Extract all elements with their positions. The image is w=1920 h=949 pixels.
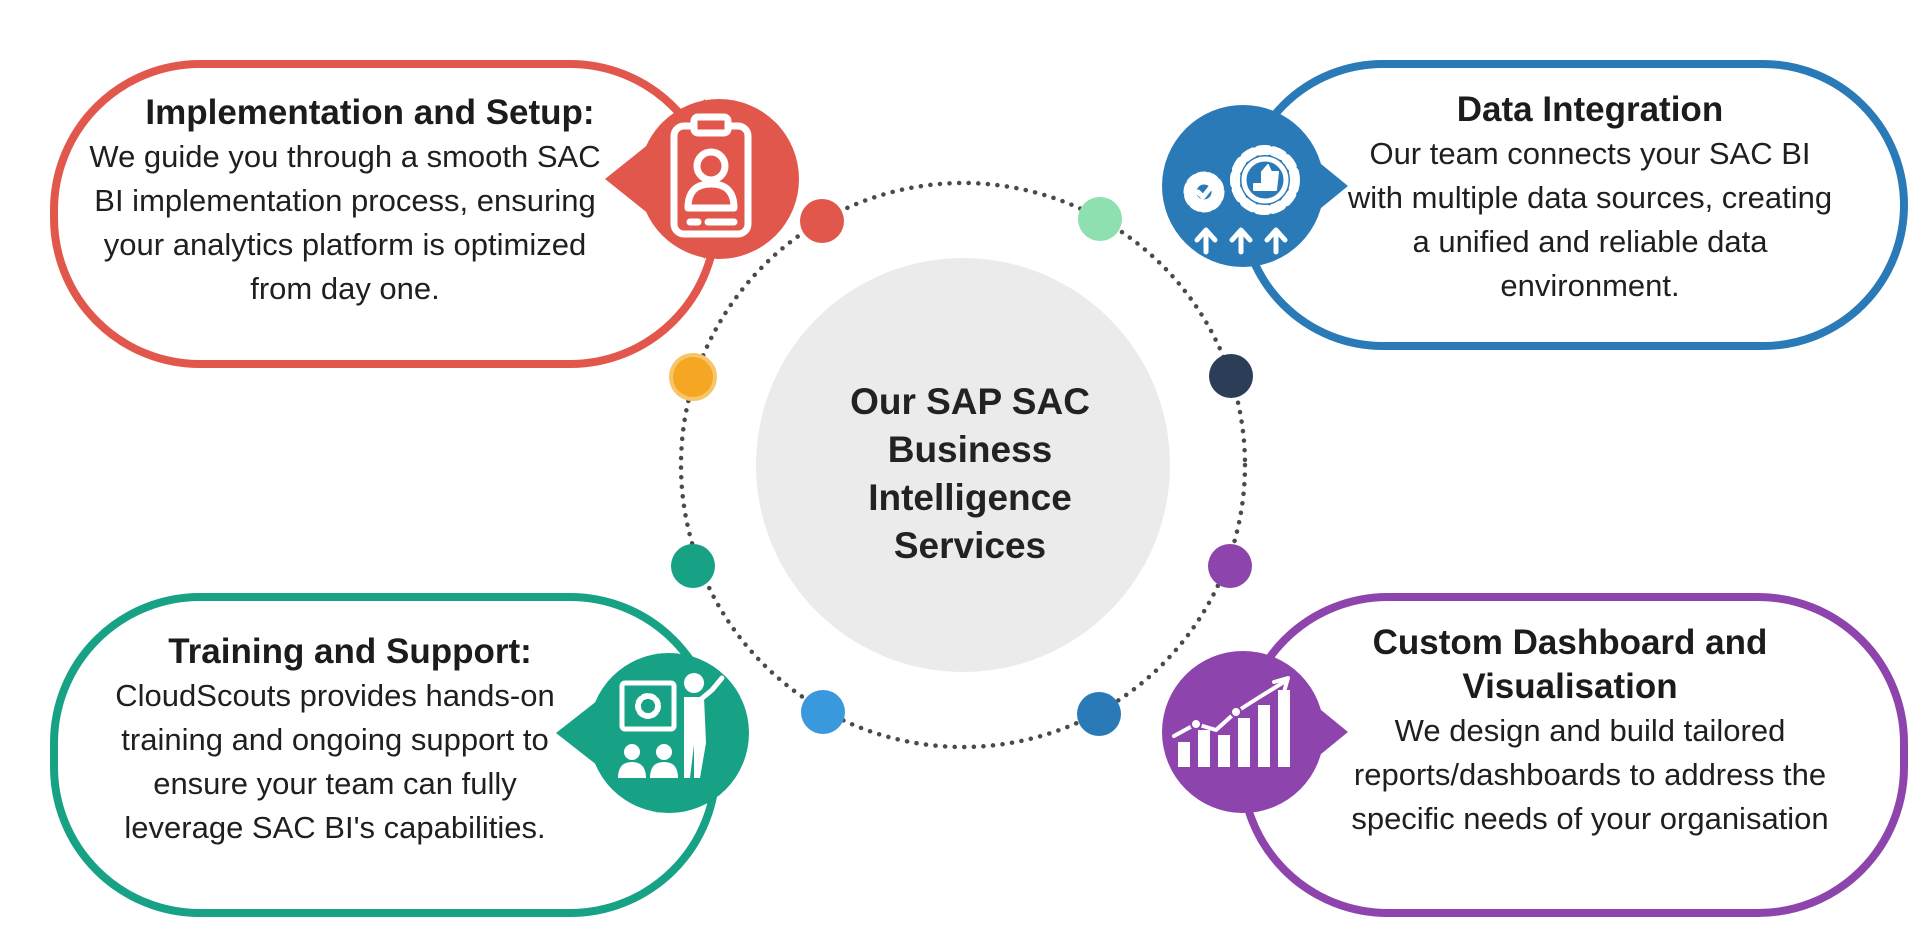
implementation-body: We guide you through a smooth SAC BI imp… <box>89 139 601 306</box>
dashboard-text: Custom Dashboard and Visualisation We de… <box>1340 621 1840 841</box>
dashboard-title: Custom Dashboard and Visualisation <box>1372 623 1768 706</box>
center-disc <box>756 258 1170 672</box>
dotted-ring <box>678 180 1248 750</box>
ring-dot-mint <box>1078 197 1122 241</box>
dashboard-card <box>1238 593 1908 917</box>
ring-dot-sky <box>801 690 845 734</box>
training-text: Training and Support: CloudScouts provid… <box>95 630 575 850</box>
ring-dot-red <box>800 199 844 243</box>
ring-dot-purple <box>1208 544 1252 588</box>
ring-dot-blue <box>1077 692 1121 736</box>
center-title: Our SAP SAC Business Intelligence Servic… <box>850 381 1090 566</box>
ring-dot-orange <box>669 353 717 401</box>
integration-body: Our team connects your SAC BI with multi… <box>1347 136 1833 303</box>
training-title: Training and Support: <box>168 632 532 671</box>
implementation-text: Implementation and Setup: We guide you t… <box>75 91 615 311</box>
integration-title: Data Integration <box>1456 90 1724 129</box>
ring-dot-navy <box>1209 354 1253 398</box>
integration-card <box>1238 60 1908 350</box>
training-body: CloudScouts provides hands-on training a… <box>115 678 555 845</box>
implementation-title: Implementation and Setup: <box>145 93 595 132</box>
dashboard-body: We design and build tailored reports/das… <box>1351 713 1829 836</box>
ring-dot-teal <box>671 544 715 588</box>
integration-text: Data Integration Our team connects your … <box>1340 88 1840 308</box>
